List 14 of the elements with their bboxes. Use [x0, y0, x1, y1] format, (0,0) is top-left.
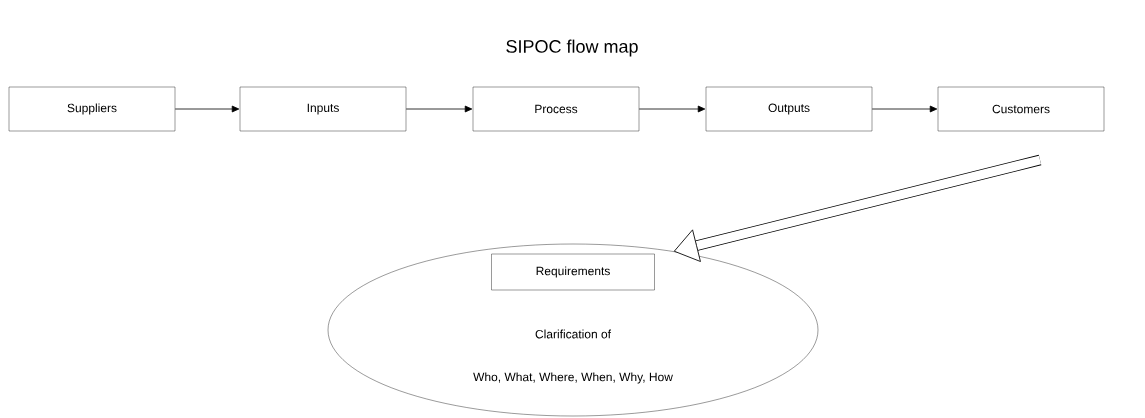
arrow: [638, 105, 706, 113]
title: SIPOC flow map: [506, 39, 638, 57]
process-box: Inputs: [239, 86, 407, 132]
ellipse-text: Who, What, Where, When, Why, How: [473, 372, 673, 384]
process-box: Outputs: [705, 86, 873, 132]
ellipse-text: Clarification of: [535, 329, 611, 339]
arrow: [405, 105, 473, 113]
process-box: Customers: [937, 86, 1105, 132]
hollow-arrow: [673, 154, 1042, 262]
process-box: Process: [472, 86, 640, 132]
arrow: [871, 105, 938, 113]
arrow: [174, 105, 240, 113]
process-box: Suppliers: [8, 86, 176, 132]
process-box: Requirements: [491, 253, 655, 291]
